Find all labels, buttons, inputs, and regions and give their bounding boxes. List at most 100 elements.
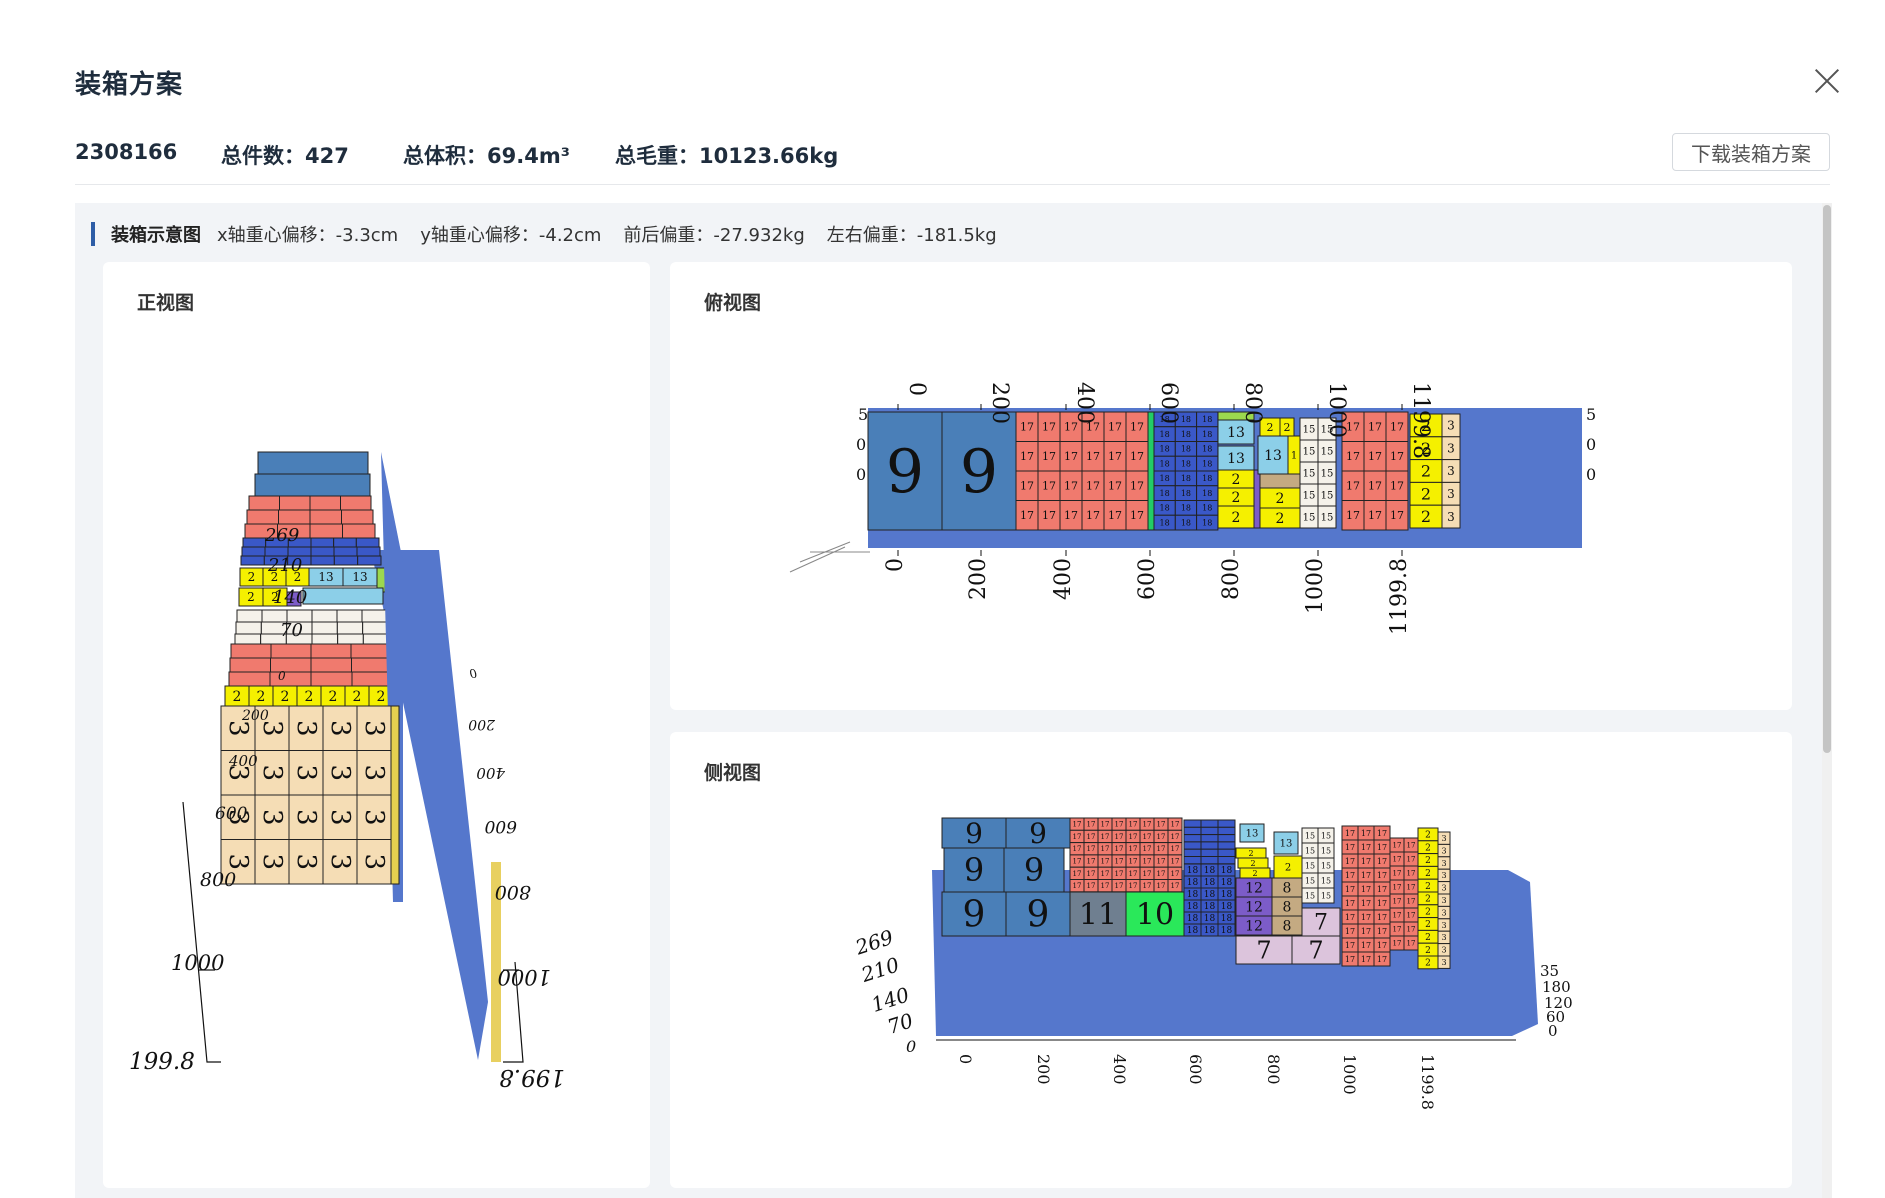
svg-text:17: 17 [1073, 882, 1082, 890]
box-17: 17 [1103, 411, 1127, 442]
svg-text:8: 8 [1283, 880, 1292, 896]
svg-text:3: 3 [257, 764, 287, 781]
svg-text:3: 3 [1441, 958, 1446, 967]
svg-text:3: 3 [1441, 859, 1446, 868]
svg-text:18: 18 [1204, 926, 1216, 936]
box-3: 3 [1437, 868, 1451, 883]
svg-text:17: 17 [1108, 480, 1122, 493]
svg-text:400: 400 [476, 764, 506, 782]
svg-text:17: 17 [1171, 821, 1180, 829]
box-3: 3 [1437, 856, 1451, 870]
accent-bar [91, 222, 95, 246]
svg-text:3: 3 [257, 720, 287, 737]
box-2: 2 [224, 685, 250, 707]
svg-text:17: 17 [1087, 833, 1096, 841]
box-7: 7 [1301, 907, 1341, 937]
box-18: 18 [1174, 485, 1198, 501]
box-17: 17 [1125, 470, 1149, 501]
box-13: 13 [1217, 419, 1255, 445]
box-11: 11 [1069, 891, 1127, 937]
box-17: 17 [1373, 951, 1391, 967]
box-3: 3 [1437, 843, 1451, 858]
svg-text:3: 3 [291, 720, 321, 737]
box-17: 17 [1167, 854, 1183, 868]
box-2: 2 [1217, 505, 1255, 529]
box-2: 2 [296, 685, 322, 707]
box-15: 15 [1299, 417, 1319, 441]
svg-text:17: 17 [1361, 955, 1371, 964]
svg-text:17: 17 [1157, 821, 1166, 829]
svg-text:17: 17 [1390, 480, 1404, 493]
svg-text:17: 17 [1368, 421, 1382, 434]
svg-text:17: 17 [1101, 845, 1110, 853]
axis-tick-bottom: 200 [966, 558, 991, 600]
box-3: 3 [1437, 918, 1451, 932]
svg-text:18: 18 [1187, 878, 1199, 888]
svg-text:12: 12 [1245, 880, 1263, 896]
svg-text:7: 7 [1256, 936, 1271, 964]
box-17: 17 [1341, 881, 1359, 897]
svg-text:2: 2 [1421, 439, 1431, 458]
box-3: 3 [1437, 905, 1451, 920]
box-17: 17 [1341, 853, 1359, 869]
svg-text:17: 17 [1143, 882, 1152, 890]
svg-text:18: 18 [1221, 890, 1233, 900]
box-18: 18 [1153, 500, 1176, 516]
box-2: 2 [1273, 855, 1303, 879]
svg-text:17: 17 [1368, 450, 1382, 463]
svg-text:18: 18 [1202, 518, 1212, 527]
box-2: 2 [239, 567, 264, 587]
svg-text:269: 269 [264, 525, 299, 546]
svg-text:70: 70 [280, 620, 303, 641]
axis-tick-bottom: 1199.8 [1387, 558, 1412, 635]
box-15 [236, 609, 263, 623]
svg-text:2: 2 [1248, 849, 1253, 858]
box-17: 17 [1097, 854, 1113, 868]
svg-text:18: 18 [1181, 430, 1191, 439]
box-2: 2 [1259, 507, 1301, 529]
box-18 [1200, 834, 1219, 843]
download-plan-button[interactable]: 下载装箱方案 [1672, 133, 1830, 171]
y-offset: y轴重心偏移：-4.2cm [420, 225, 602, 246]
box-18 [357, 555, 382, 566]
svg-text:18: 18 [1160, 415, 1170, 424]
front-back-weight: 前后偏重：-27.932kg [623, 225, 805, 246]
svg-text:15: 15 [1305, 891, 1315, 900]
box-3: 3 [288, 794, 324, 840]
box-17: 17 [1341, 909, 1359, 925]
svg-text:17: 17 [1345, 899, 1355, 908]
svg-text:18: 18 [1204, 902, 1216, 912]
box-17: 17 [1125, 842, 1141, 856]
close-icon[interactable] [1814, 68, 1840, 94]
svg-text:2: 2 [247, 590, 255, 604]
box-15: 15 [1317, 872, 1335, 889]
svg-text:9: 9 [965, 817, 983, 850]
axis-tick-side: 400 [1110, 1054, 1129, 1085]
axis-tick-top: 800 [1240, 382, 1265, 424]
svg-text:17: 17 [1086, 450, 1100, 463]
box-17 [228, 671, 271, 687]
svg-text:17: 17 [1407, 883, 1416, 891]
svg-text:17: 17 [1171, 870, 1180, 878]
svg-text:15: 15 [1303, 513, 1316, 524]
box-18: 18 [1174, 514, 1198, 531]
svg-text:3: 3 [1441, 933, 1446, 942]
box-17 [351, 671, 394, 687]
box-17: 17 [1385, 500, 1409, 531]
box-3: 3 [356, 705, 392, 751]
svg-text:18: 18 [1204, 878, 1216, 888]
box-18 [1217, 848, 1236, 857]
box-3: 3 [220, 839, 256, 885]
box-17: 17 [1139, 842, 1155, 856]
svg-text:17: 17 [1020, 421, 1034, 434]
box-17: 17 [1111, 879, 1127, 893]
svg-text:17: 17 [1157, 858, 1166, 866]
svg-text:3: 3 [1447, 464, 1455, 478]
svg-text:2: 2 [329, 689, 338, 705]
svg-text:0: 0 [906, 1037, 916, 1056]
scrollbar-thumb[interactable] [1823, 205, 1831, 753]
box-3: 3 [254, 839, 290, 885]
